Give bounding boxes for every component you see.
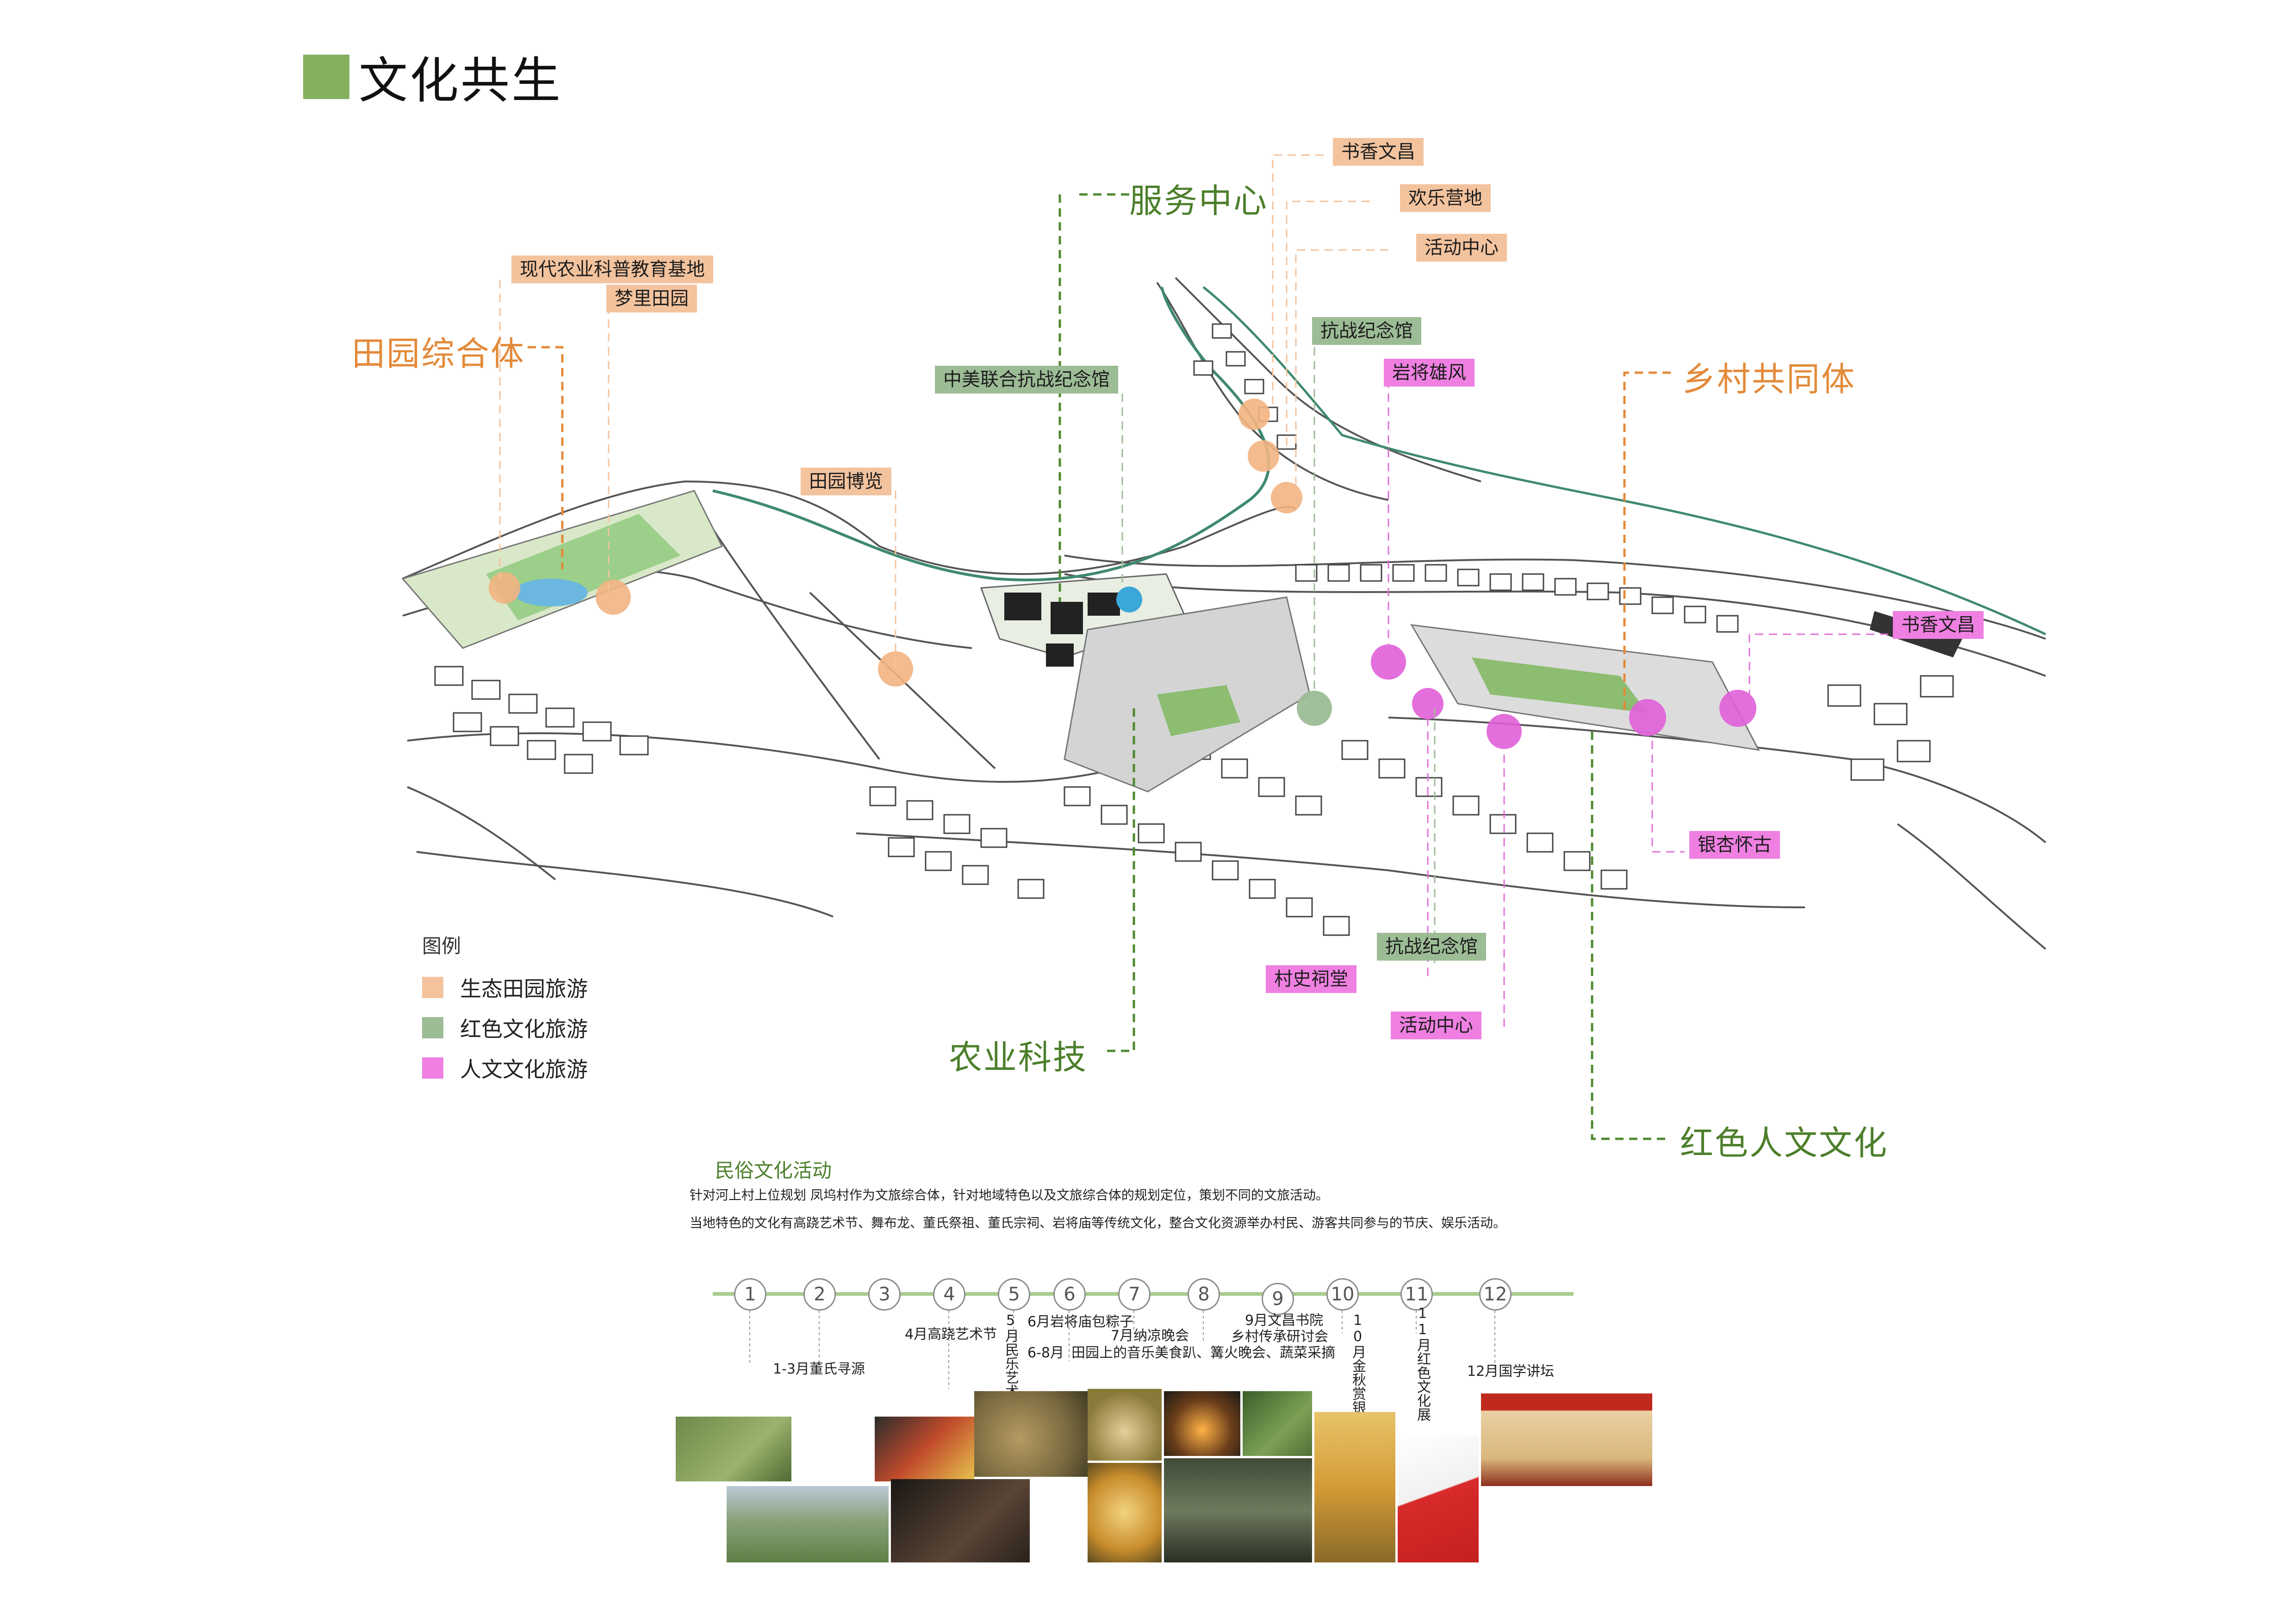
- poi-markers: [489, 399, 1756, 749]
- photo-ginkgo: [1314, 1412, 1395, 1562]
- month-circle-11: 11: [1400, 1278, 1433, 1311]
- month-circle-5: 5: [998, 1278, 1030, 1311]
- event-m6: 6月岩将庙包粽子: [1027, 1314, 1134, 1330]
- tag-shuxiang-top: 书香文昌: [1333, 138, 1424, 166]
- culture-green: [1472, 657, 1648, 713]
- legend-item: 红色文化旅游: [422, 1015, 588, 1042]
- tag-village-hall: 村史祠堂: [1266, 965, 1356, 993]
- tag-sino-us-memorial: 中美联合抗战纪念馆: [935, 366, 1118, 394]
- tag-activity-center-top: 活动中心: [1416, 234, 1507, 262]
- event-m6-8: 6-8月: [1027, 1345, 1064, 1361]
- month-circle-8: 8: [1188, 1278, 1220, 1311]
- title-square-icon: [303, 55, 349, 99]
- photo-vegetable-picking: [1243, 1391, 1312, 1456]
- leader-lines: [499, 154, 1888, 1140]
- activities-desc-1: 针对河上村上位规划 凤坞村作为文旅综合体，针对地域特色以及文旅综合体的规划定位，…: [690, 1187, 1329, 1203]
- legend-label: 红色文化旅游: [460, 1017, 588, 1042]
- tag-yanjiang: 岩将雄风: [1384, 359, 1475, 387]
- activities-title: 民俗文化活动: [715, 1159, 832, 1182]
- legend-swatch-green: [422, 1017, 443, 1038]
- event-m1-3: 1-3月董氏寻源: [773, 1361, 865, 1377]
- photo-bread: [1088, 1463, 1162, 1562]
- event-m4: 4月高跷艺术节: [905, 1326, 997, 1343]
- label-red-culture: 红色人文文化: [1680, 1124, 1889, 1162]
- event-m7: 7月纳凉晚会: [1111, 1328, 1189, 1344]
- tag-ginkgo: 银杏怀古: [1689, 831, 1780, 859]
- event-m11: 11月红色文化展: [1414, 1305, 1431, 1421]
- month-circle-2: 2: [803, 1278, 836, 1311]
- month-circle-7: 7: [1118, 1278, 1151, 1311]
- month-circle-9: 9: [1262, 1283, 1294, 1315]
- tag-happy-camp: 欢乐营地: [1400, 184, 1491, 212]
- legend-label: 人文文化旅游: [460, 1057, 588, 1082]
- month-circle-4: 4: [933, 1278, 965, 1311]
- label-tianyuan-complex: 田园综合体: [352, 334, 526, 373]
- legend-label: 生态田园旅游: [460, 976, 588, 1001]
- tag-activity-center-bottom: 活动中心: [1391, 1012, 1481, 1039]
- photo-stilts-festival: [875, 1417, 974, 1481]
- photo-zongzi: [974, 1391, 1088, 1477]
- activities-desc-2: 当地特色的文化有高跷艺术节、舞布龙、董氏祭祖、董氏宗祠、岩将庙等传统文化，整合文…: [690, 1215, 1506, 1230]
- legend-swatch-orange: [422, 977, 443, 998]
- month-circle-12: 12: [1479, 1278, 1512, 1311]
- legend-title: 图例: [422, 935, 461, 957]
- label-service-center: 服务中心: [1129, 181, 1269, 220]
- event-m7-detail: 田园上的音乐美食趴、篝火晚会、蔬菜采摘: [1071, 1345, 1335, 1361]
- month-circle-3: 3: [868, 1278, 901, 1311]
- photo-academy: [1164, 1458, 1312, 1562]
- month-circle-6: 6: [1053, 1278, 1086, 1311]
- pond: [514, 579, 588, 606]
- memorial-buildings: [1004, 593, 1120, 667]
- tag-war-memorial-top: 抗战纪念馆: [1312, 317, 1421, 345]
- tag-dream-farm: 梦里田园: [606, 285, 697, 312]
- legend-item: 生态田园旅游: [422, 974, 588, 1001]
- tag-farm-expo: 田园博览: [801, 468, 891, 495]
- tag-modern-agri-base: 现代农业科普教育基地: [511, 256, 713, 283]
- tag-shuxiang-right: 书香文昌: [1893, 611, 1984, 639]
- legend-item: 人文文化旅游: [422, 1055, 588, 1082]
- green-space: [1157, 685, 1240, 736]
- event-m9-b: 乡村传承研讨会: [1231, 1329, 1328, 1345]
- photo-ancestral-search: [676, 1417, 791, 1481]
- label-agri-tech: 农业科技: [949, 1038, 1088, 1077]
- photo-sinology-forum: [1481, 1393, 1652, 1486]
- legend-swatch-pink: [422, 1057, 443, 1079]
- event-m9-a: 9月文昌书院: [1245, 1312, 1324, 1329]
- photo-village-landscape: [727, 1486, 889, 1562]
- photo-red-culture: [1398, 1435, 1479, 1562]
- event-m12: 12月国学讲坛: [1467, 1363, 1555, 1380]
- photo-food: [1088, 1389, 1162, 1461]
- photo-folk-music: [891, 1479, 1030, 1562]
- month-circle-1: 1: [734, 1278, 766, 1311]
- month-circle-10: 10: [1326, 1278, 1359, 1311]
- photo-bonfire: [1164, 1391, 1240, 1456]
- event-m5: 5月民乐艺术: [1002, 1312, 1019, 1398]
- tag-war-memorial-bottom: 抗战纪念馆: [1377, 933, 1486, 961]
- page-title: 文化共生: [359, 52, 562, 109]
- river-line: [1202, 286, 2047, 636]
- water-feature: [1116, 587, 1142, 612]
- event-m10: 10月金秋赏银杏: [1350, 1312, 1366, 1428]
- label-village-community: 乡村共同体: [1682, 360, 1856, 399]
